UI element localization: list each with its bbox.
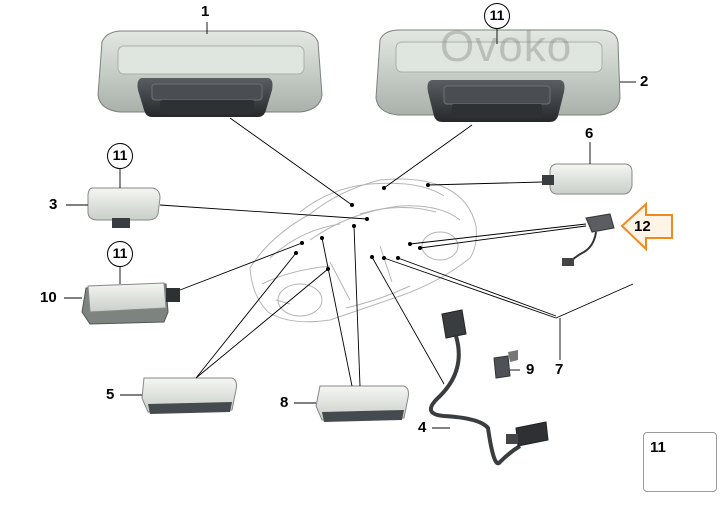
label-part-6: 6 (585, 125, 594, 142)
part-2-rear-console (375, 29, 621, 122)
label-part-10: 10 (40, 289, 57, 306)
legend-label-11: 11 (650, 439, 666, 456)
label-part-9: 9 (526, 361, 535, 378)
part-8-lamp (315, 385, 409, 422)
label-part-8: 8 (280, 394, 289, 411)
label-part-5: 5 (106, 386, 115, 403)
callout-11-console: 11 (484, 3, 510, 29)
part-12-sensor (562, 213, 615, 266)
label-part-1: 1 (201, 3, 210, 20)
label-part-4: 4 (418, 419, 427, 436)
car-outline (249, 178, 477, 323)
part-5-lamp (141, 377, 237, 414)
label-part-7: 7 (555, 361, 564, 378)
part-10-lamp (81, 282, 180, 325)
part-4-cable (429, 309, 549, 466)
part-3-lamp (87, 187, 161, 228)
leader-lines (64, 22, 636, 429)
callout-11-part-10: 11 (107, 241, 133, 267)
orange-arrow-12 (620, 201, 673, 252)
legend-box-11 (643, 432, 717, 492)
watermark: Ovoko (440, 22, 573, 71)
label-part-3: 3 (49, 196, 58, 213)
callout-11-part-3: 11 (107, 143, 133, 169)
part-6-lamp (542, 163, 633, 195)
part-1-front-console (97, 30, 323, 117)
label-part-2: 2 (640, 73, 649, 90)
label-part-12: 12 (634, 218, 651, 235)
leader-dots (294, 183, 430, 271)
part-9-switch (493, 350, 518, 379)
